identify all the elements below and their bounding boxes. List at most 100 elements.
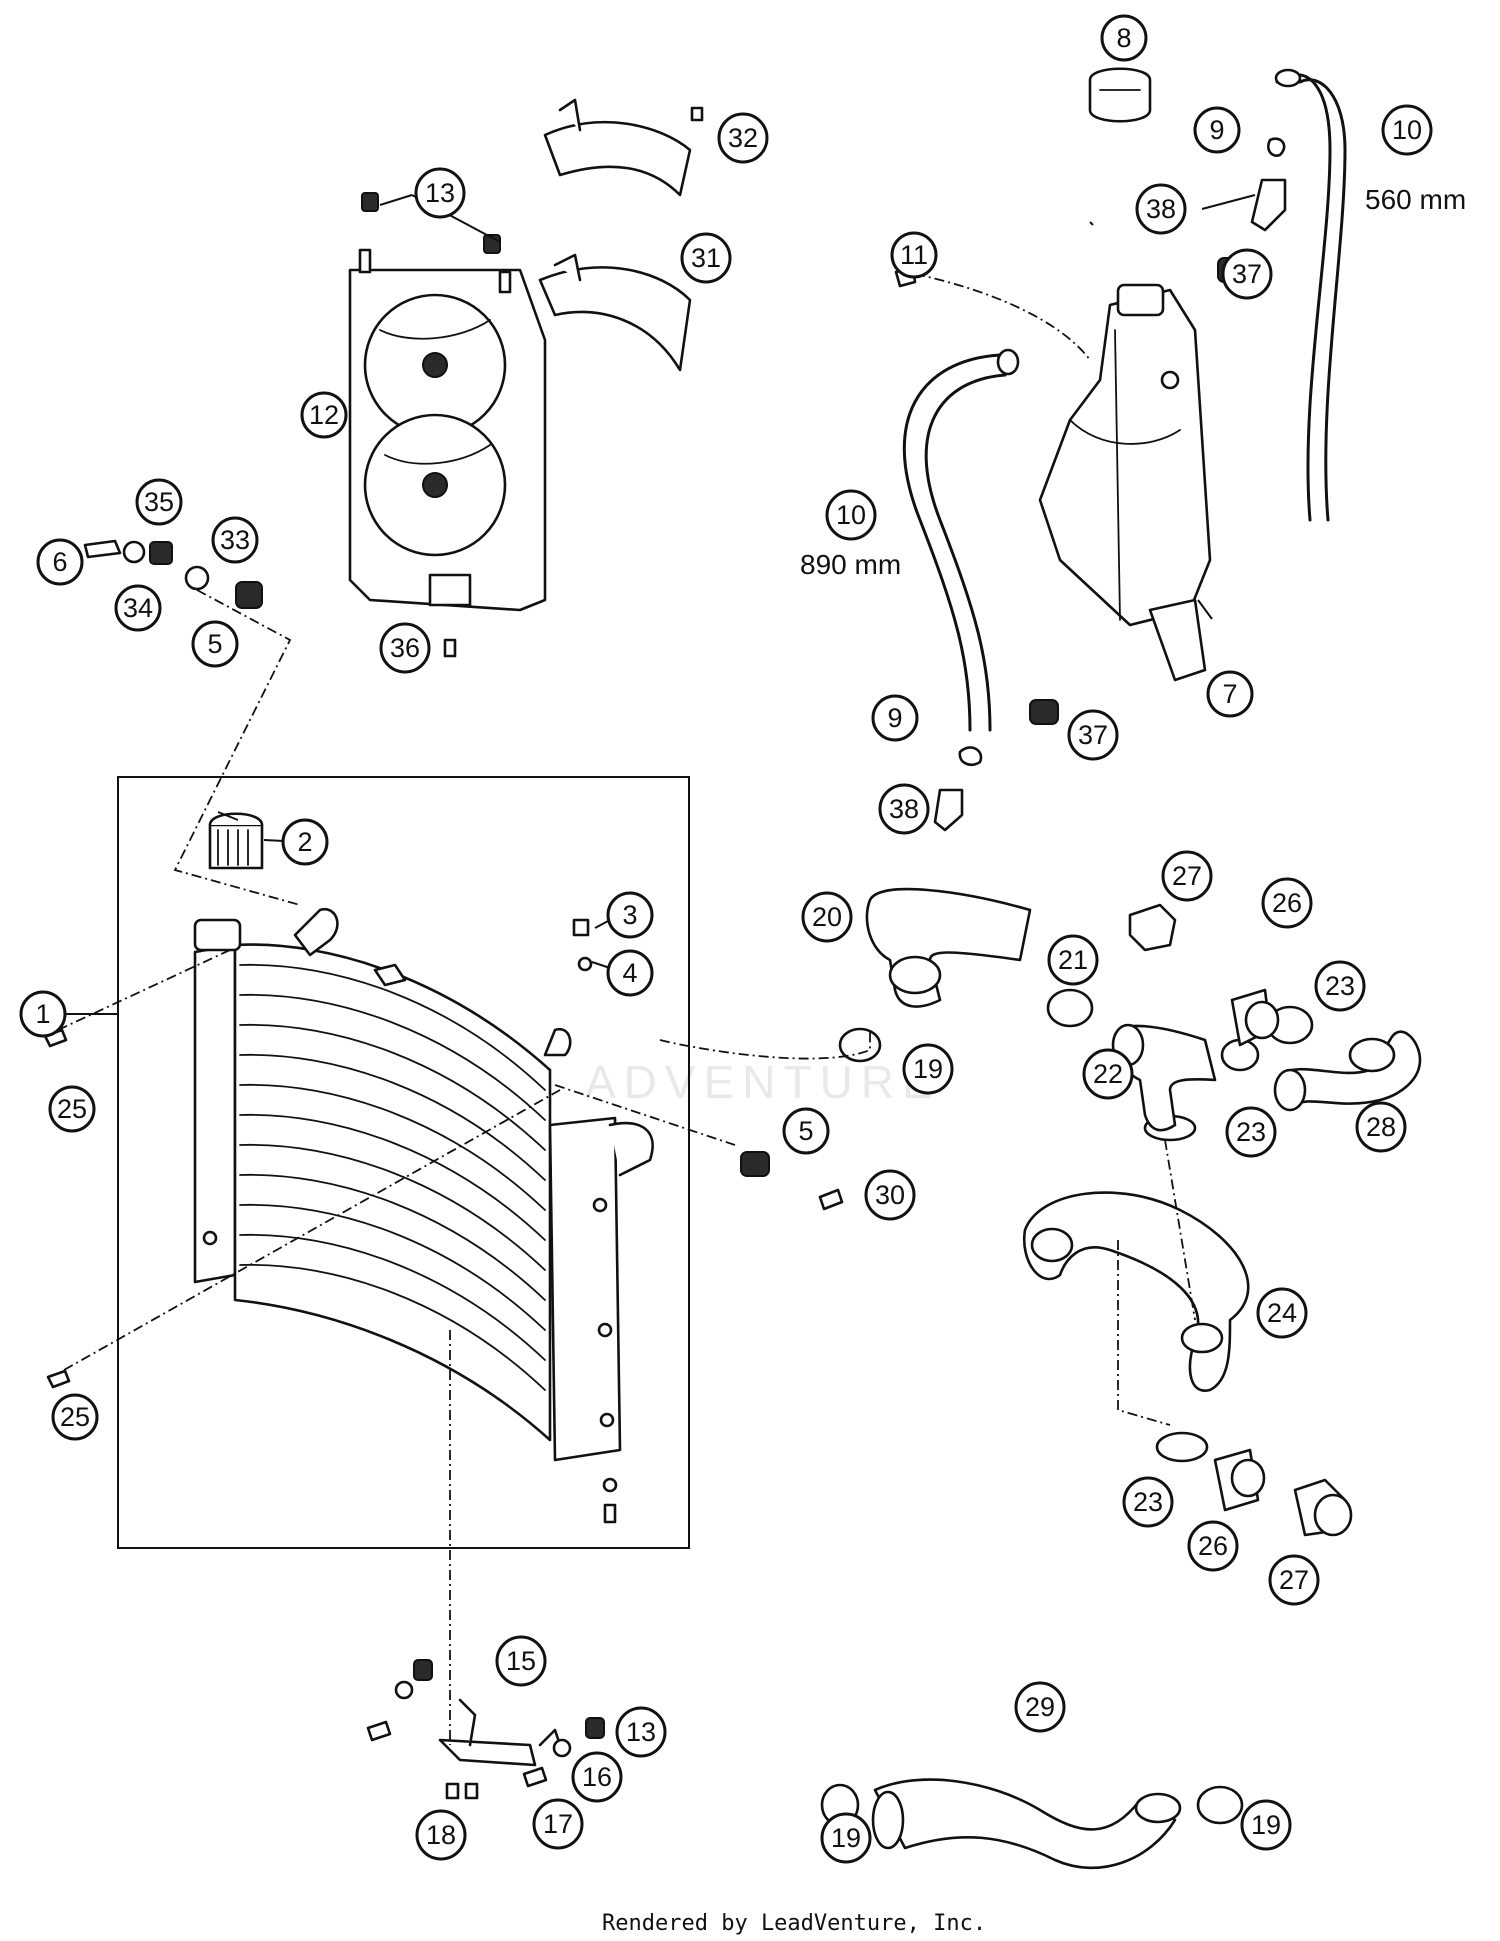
radiator-assembly-frame bbox=[117, 776, 690, 1549]
fan-cover-upper-part bbox=[543, 98, 692, 197]
callout-3: 3 bbox=[606, 891, 654, 939]
svg-text:30: 30 bbox=[875, 1180, 905, 1210]
hose-10-upper-length-label: 560 mm bbox=[1365, 184, 1466, 215]
callout-8: 8 bbox=[1100, 14, 1148, 62]
callout-29: 29 bbox=[1014, 1681, 1066, 1733]
callout-34: 34 bbox=[114, 584, 162, 632]
callout-25-upper: 25 bbox=[48, 1085, 96, 1133]
hose-28-part bbox=[1273, 1030, 1422, 1112]
hose-10-lower-part bbox=[902, 348, 1020, 732]
svg-text:3: 3 bbox=[622, 900, 637, 930]
callout-33: 33 bbox=[211, 516, 259, 564]
svg-text:5: 5 bbox=[798, 1116, 813, 1146]
callout-1: 1 bbox=[19, 990, 67, 1038]
svg-text:37: 37 bbox=[1078, 720, 1108, 750]
callout-24: 24 bbox=[1256, 1287, 1308, 1339]
svg-text:17: 17 bbox=[543, 1809, 573, 1839]
svg-text:9: 9 bbox=[887, 703, 902, 733]
svg-text:13: 13 bbox=[425, 178, 455, 208]
coolant-pipe-20-part bbox=[865, 887, 1032, 1008]
hose-24-part bbox=[1022, 1191, 1250, 1392]
callout-19-lower-right: 19 bbox=[1240, 1799, 1292, 1851]
svg-text:10: 10 bbox=[1392, 115, 1422, 145]
svg-text:6: 6 bbox=[52, 547, 67, 577]
callout-32: 32 bbox=[717, 112, 769, 164]
callout-30: 30 bbox=[864, 1169, 916, 1221]
callout-27-upper: 27 bbox=[1161, 850, 1213, 902]
svg-text:16: 16 bbox=[582, 1762, 612, 1792]
expansion-tank-part bbox=[1038, 283, 1212, 682]
reservoir-cap-part bbox=[1088, 67, 1152, 123]
callout-35: 35 bbox=[135, 478, 183, 526]
svg-text:29: 29 bbox=[1025, 1692, 1055, 1722]
callout-13-upper: 13 bbox=[414, 167, 466, 219]
svg-text:19: 19 bbox=[913, 1054, 943, 1084]
hose-10-lower-length-label: 890 mm bbox=[800, 549, 901, 580]
callout-26-upper: 26 bbox=[1261, 877, 1313, 929]
callout-2: 2 bbox=[281, 818, 329, 866]
svg-text:15: 15 bbox=[506, 1646, 536, 1676]
callout-13-lower: 13 bbox=[615, 1706, 667, 1758]
callout-9-lower: 9 bbox=[871, 694, 919, 742]
svg-text:1: 1 bbox=[35, 999, 50, 1029]
svg-text:5: 5 bbox=[207, 629, 222, 659]
watermark-text: ADVENTURE bbox=[585, 1056, 941, 1108]
callout-7: 7 bbox=[1206, 670, 1254, 718]
svg-text:2: 2 bbox=[297, 827, 312, 857]
svg-text:37: 37 bbox=[1232, 259, 1262, 289]
hose-29-part bbox=[871, 1778, 1182, 1870]
svg-text:31: 31 bbox=[691, 243, 721, 273]
callout-38-upper: 38 bbox=[1135, 183, 1187, 235]
callout-27-lower: 27 bbox=[1268, 1554, 1320, 1606]
svg-text:10: 10 bbox=[836, 500, 866, 530]
callout-37-upper: 37 bbox=[1221, 248, 1273, 300]
svg-text:23: 23 bbox=[1133, 1487, 1163, 1517]
callout-21: 21 bbox=[1047, 934, 1099, 986]
callout-5-upper: 5 bbox=[191, 620, 239, 668]
svg-text:22: 22 bbox=[1093, 1059, 1123, 1089]
svg-text:7: 7 bbox=[1222, 679, 1237, 709]
callout-20: 20 bbox=[801, 891, 853, 943]
callout-37-lower: 37 bbox=[1067, 709, 1119, 761]
callout-6: 6 bbox=[36, 538, 84, 586]
svg-text:28: 28 bbox=[1366, 1112, 1396, 1142]
footer-credit: Rendered by LeadVenture, Inc. bbox=[602, 1911, 986, 1936]
callout-18: 18 bbox=[415, 1809, 467, 1861]
svg-text:25: 25 bbox=[57, 1094, 87, 1124]
callout-10-upper: 10 bbox=[1381, 104, 1433, 156]
fan-shroud-part bbox=[348, 248, 547, 612]
callout-28: 28 bbox=[1355, 1101, 1407, 1153]
radiator-part bbox=[193, 907, 654, 1462]
callout-16: 16 bbox=[571, 1751, 623, 1803]
svg-text:19: 19 bbox=[831, 1823, 861, 1853]
svg-text:34: 34 bbox=[123, 593, 153, 623]
svg-text:38: 38 bbox=[889, 794, 919, 824]
callout-38-lower: 38 bbox=[878, 783, 930, 835]
callout-17: 17 bbox=[532, 1798, 584, 1850]
radiator-cap-part bbox=[208, 811, 264, 870]
svg-text:9: 9 bbox=[1209, 115, 1224, 145]
fan-cover-lower-part bbox=[538, 253, 692, 372]
callout-4: 4 bbox=[606, 949, 654, 997]
thermostat-housing-parts bbox=[1128, 903, 1353, 1537]
callout-26-lower: 26 bbox=[1187, 1520, 1239, 1572]
callout-11: 11 bbox=[890, 231, 938, 279]
callout-31: 31 bbox=[680, 232, 732, 284]
fastener-parts bbox=[43, 106, 844, 1524]
svg-text:23: 23 bbox=[1236, 1117, 1266, 1147]
callout-22: 22 bbox=[1082, 1048, 1134, 1100]
callout-5-lower: 5 bbox=[782, 1107, 830, 1155]
svg-text:21: 21 bbox=[1058, 945, 1088, 975]
callout-19-upper: 19 bbox=[902, 1043, 954, 1095]
svg-text:26: 26 bbox=[1198, 1531, 1228, 1561]
svg-text:26: 26 bbox=[1272, 888, 1302, 918]
svg-text:19: 19 bbox=[1251, 1810, 1281, 1840]
svg-text:25: 25 bbox=[60, 1402, 90, 1432]
svg-text:32: 32 bbox=[728, 123, 758, 153]
svg-text:33: 33 bbox=[220, 525, 250, 555]
svg-text:24: 24 bbox=[1267, 1298, 1297, 1328]
hose-10-upper-part bbox=[1274, 68, 1347, 522]
svg-text:35: 35 bbox=[144, 487, 174, 517]
svg-text:18: 18 bbox=[426, 1820, 456, 1850]
